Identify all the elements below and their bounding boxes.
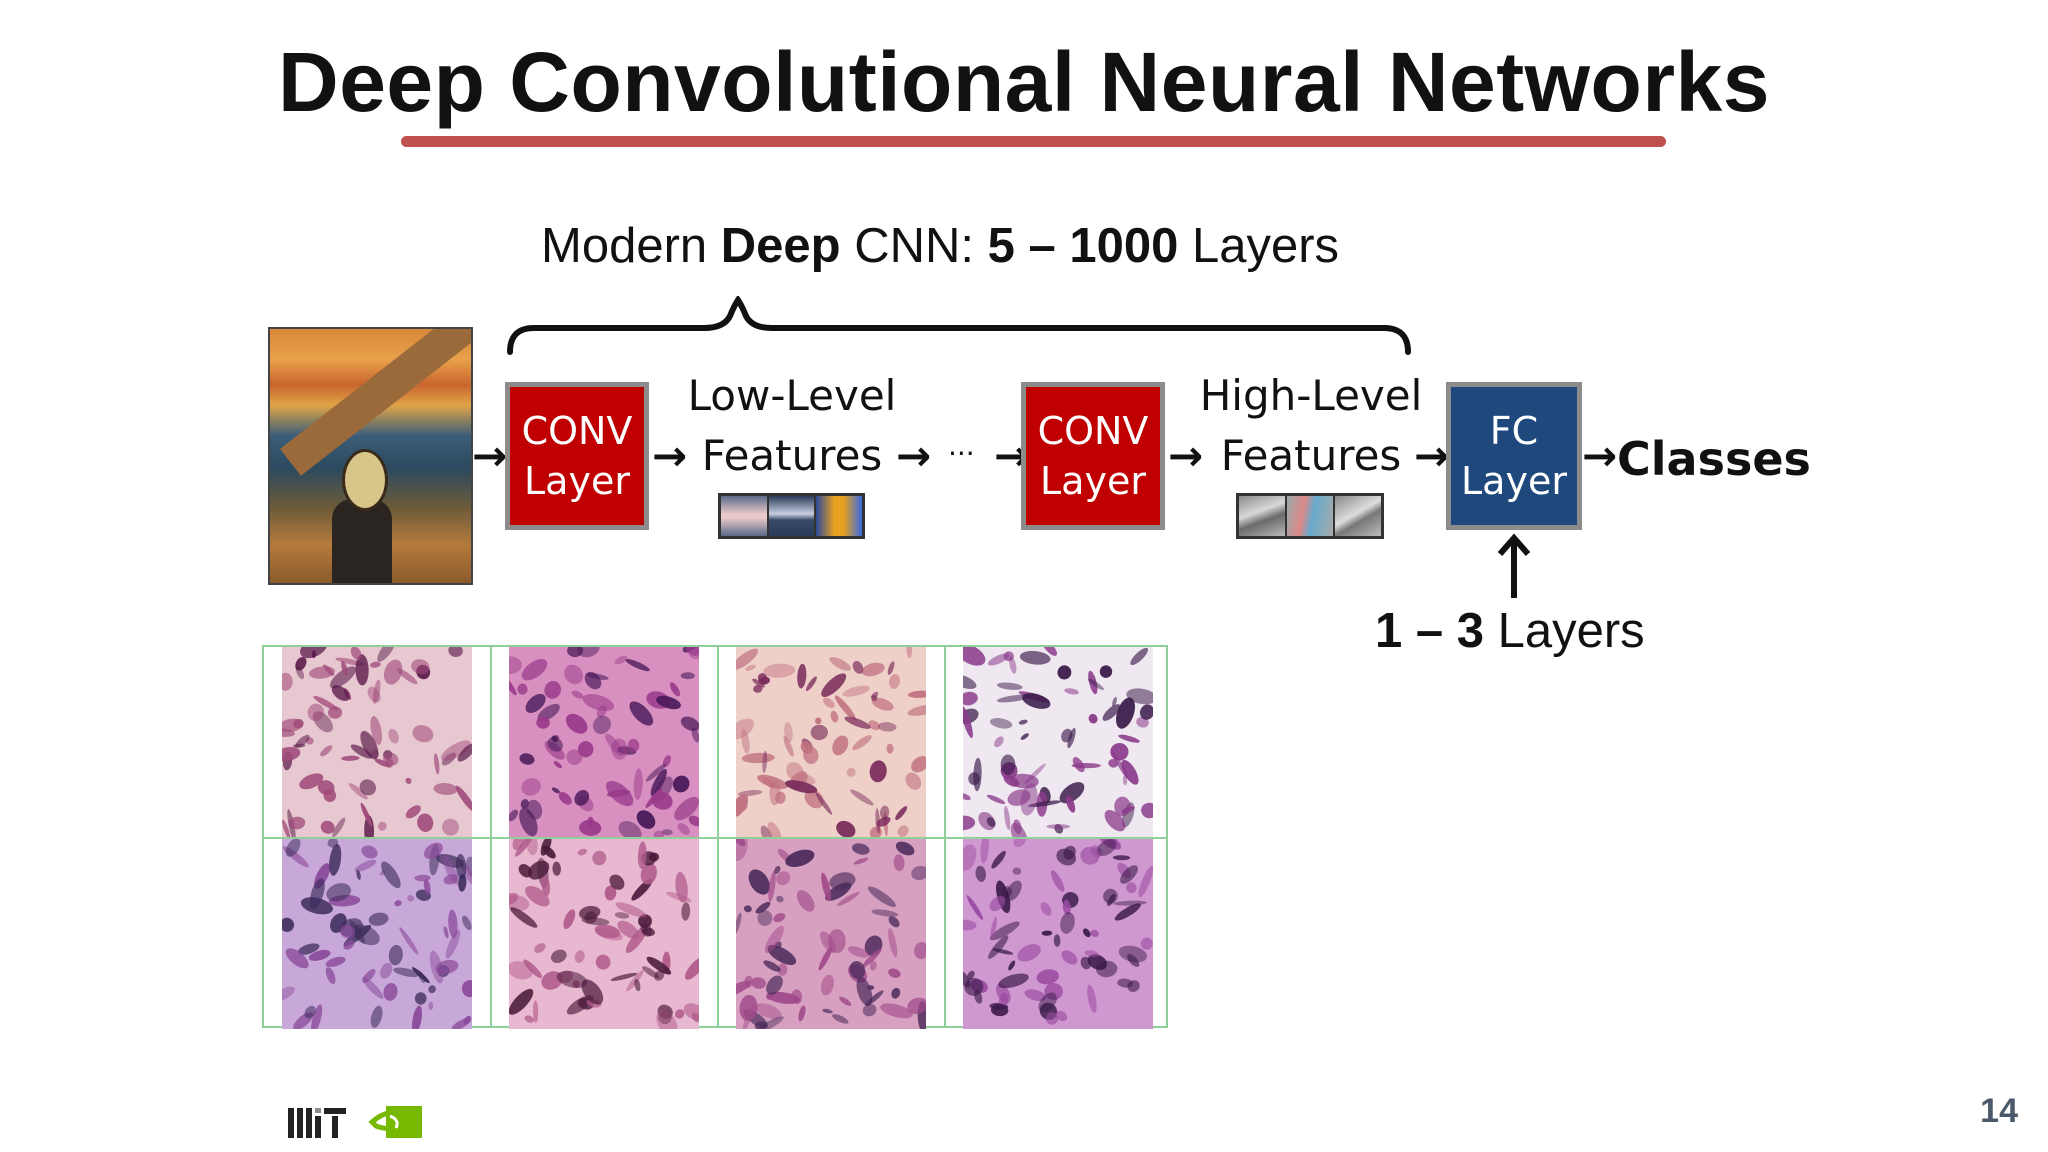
arrow-right-icon: → bbox=[1582, 431, 1618, 480]
histology-image bbox=[273, 838, 478, 1035]
ellipsis: ··· bbox=[948, 437, 975, 470]
histology-image bbox=[498, 640, 706, 841]
brace-label: Modern Deep CNN: 5 – 1000 Layers bbox=[541, 219, 1340, 273]
histology-image bbox=[729, 636, 939, 845]
input-painting bbox=[268, 327, 473, 585]
classes-label: Classes bbox=[1617, 432, 1811, 486]
arrow-right-icon: → bbox=[652, 431, 688, 480]
page-number: 14 bbox=[1980, 1092, 2018, 1130]
title-underline bbox=[401, 136, 1666, 147]
arrow-right-icon: → bbox=[1414, 431, 1450, 480]
curly-brace bbox=[507, 296, 1411, 355]
slide-title: Deep Convolutional Neural Networks bbox=[278, 35, 1770, 129]
arrow-right-icon: → bbox=[472, 431, 508, 480]
histology-image bbox=[952, 833, 1154, 1029]
fc-layers-label: 1 – 3 Layers bbox=[1375, 604, 1645, 658]
histology-image bbox=[723, 831, 930, 1035]
histology-image-grid bbox=[262, 636, 1168, 1035]
arrow-up-icon bbox=[1497, 533, 1531, 598]
arrow-right-icon: → bbox=[1168, 431, 1204, 480]
high-level-filter-thumbnails bbox=[1236, 493, 1384, 539]
arrow-right-icon: → bbox=[896, 431, 932, 480]
histology-image bbox=[268, 637, 476, 847]
histology-image bbox=[949, 639, 1158, 847]
low-level-filter-thumbnails bbox=[718, 493, 865, 539]
mit-logo bbox=[288, 1108, 346, 1138]
histology-image bbox=[503, 830, 706, 1035]
nvidia-logo bbox=[368, 1106, 422, 1138]
